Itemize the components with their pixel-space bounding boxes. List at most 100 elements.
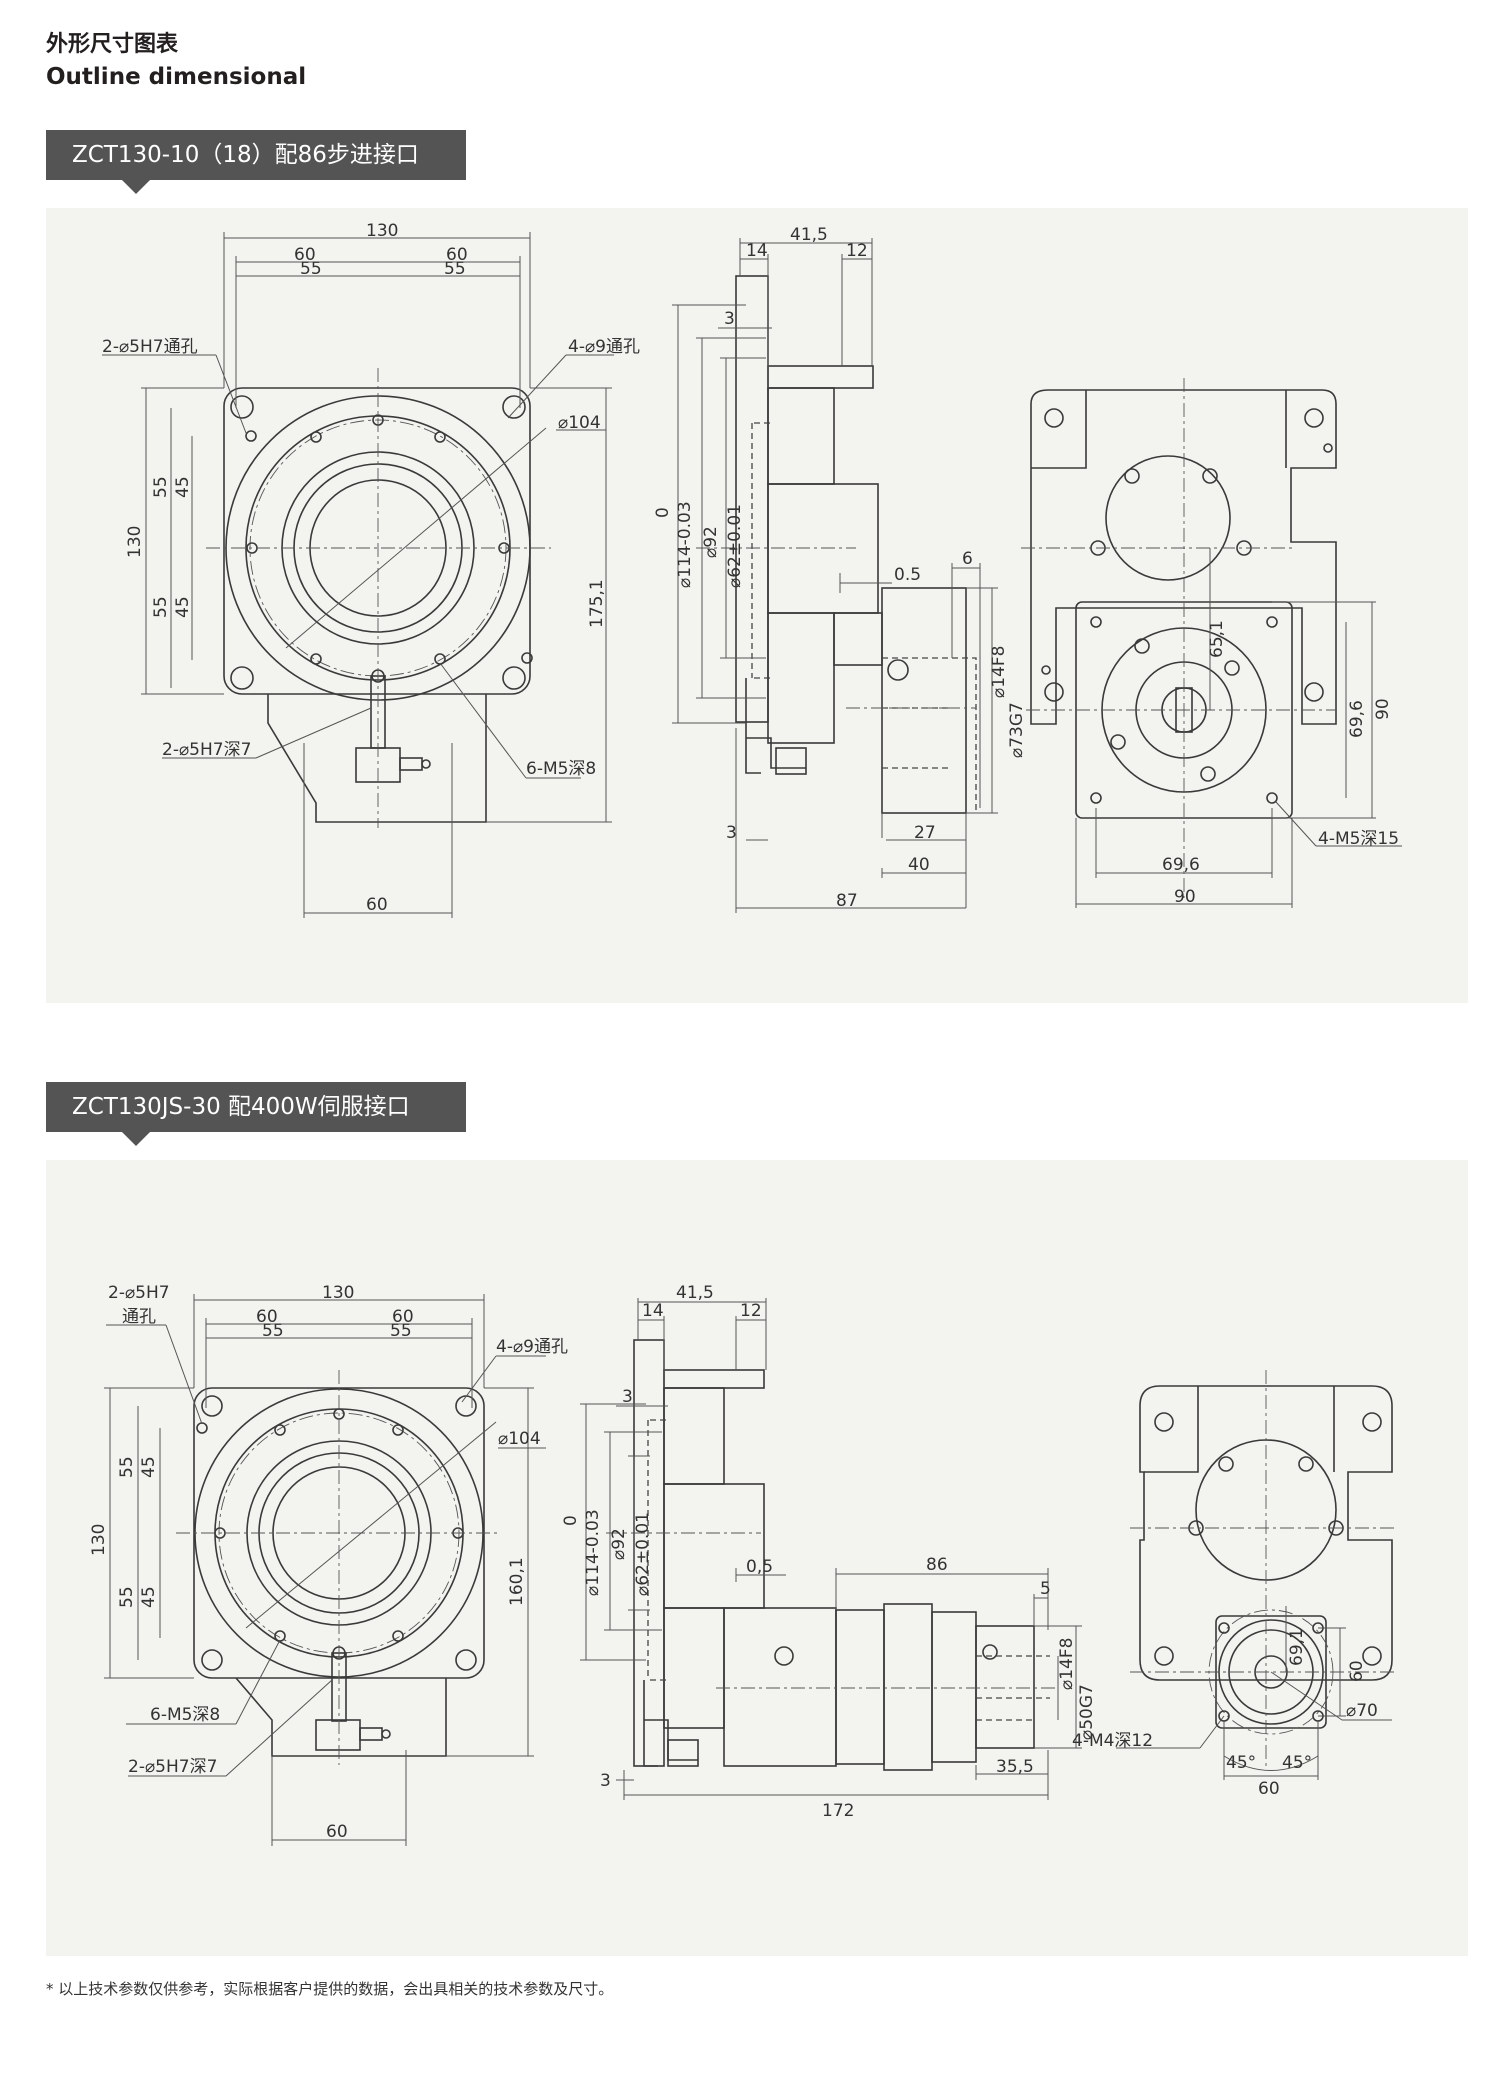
front-view-2-labels: 2-⌀5H7 通孔 130 60 60 55 55 4-⌀9通孔 ⌀104 13… [89,1283,568,1842]
dim-60-bottom: 60 [326,1822,348,1842]
dim-60-left: 60 [294,245,316,265]
dim-114-zero: 0 [561,1515,581,1526]
dim-41-5: 41,5 [790,225,828,245]
technical-drawing-2: 2-⌀5H7 通孔 130 60 60 55 55 4-⌀9通孔 ⌀104 13… [89,1283,1396,1846]
rear-view-2-labels: 69,1 ⌀70 60 4-M4深12 45° 45° 60 [1072,1628,1378,1799]
label-hole-5h7: 2-⌀5H7 [108,1283,170,1303]
dim-step-3: 3 [724,309,735,329]
dim-dia-92: ⌀92 [701,526,721,558]
label-m5-thread: 6-M5深8 [150,1705,220,1725]
dim-bot-35-5: 35,5 [996,1757,1034,1777]
dim-45-lower: 45 [139,1586,159,1608]
drawing-panel-2: 2-⌀5H7 通孔 130 60 60 55 55 4-⌀9通孔 ⌀104 13… [46,1160,1468,1956]
dim-key-5: 5 [1040,1579,1051,1599]
dim-bot-40: 40 [908,855,930,875]
label-pin-5h7: 2-⌀5H7深7 [162,740,251,760]
dim-55-upper: 55 [117,1456,137,1478]
dim-55-left: 55 [262,1321,284,1341]
dim-len-86: 86 [926,1555,948,1575]
dim-130-top: 130 [322,1283,354,1303]
dim-55-lower: 55 [151,596,171,618]
dim-14: 14 [642,1301,664,1321]
dim-step-3: 3 [622,1387,633,1407]
dim-dia-114: ⌀114-0.03 [675,501,695,588]
label-dia-104: ⌀104 [558,413,601,433]
dim-130-left: 130 [89,1524,109,1556]
dim-45-lower: 45 [173,596,193,618]
technical-drawing-1: 130 60 60 55 55 2-⌀5H7通孔 4-⌀9通孔 ⌀104 130… [102,221,1402,918]
label-pin-5h7: 2-⌀5H7深7 [128,1757,217,1777]
dim-14: 14 [746,241,768,261]
side-view-2 [580,1298,1082,1800]
section-title-cn: 外形尺寸图表 [46,32,179,57]
dim-bot-172: 172 [822,1801,854,1821]
label-angle-45-left: 45° [1226,1753,1256,1773]
dim-bot-87: 87 [836,891,858,911]
footnote: * 以上技术参数仅供参考，实际根据客户提供的数据，会出具相关的技术参数及尺寸。 [46,1980,614,1998]
dim-bot-3: 3 [600,1771,611,1791]
dim-dia-14f8: ⌀14F8 [989,646,1009,698]
dim-dia-114: ⌀114-0.03 [583,1509,603,1596]
label-hole-through: 通孔 [122,1307,156,1327]
dim-114-zero: 0 [653,507,673,518]
dim-55-right: 55 [444,259,466,279]
dim-dia-62: ⌀62±0.01 [725,504,745,588]
dim-160-1: 160,1 [507,1557,527,1606]
drawing-panel-1: 130 60 60 55 55 2-⌀5H7通孔 4-⌀9通孔 ⌀104 130… [46,208,1468,1003]
dim-60-right: 60 [446,245,468,265]
label-angle-45-right: 45° [1282,1753,1312,1773]
side-view-1 [672,238,998,913]
dim-90-h: 90 [1174,887,1196,907]
dim-12: 12 [740,1301,762,1321]
dim-65-1: 65,1 [1207,620,1227,658]
model-tag-1: ZCT130-10（18）配86步进接口 [46,130,466,194]
label-hole-9: 4-⌀9通孔 [568,337,640,357]
dim-55-right: 55 [390,1321,412,1341]
label-m5-depth15: 4-M5深15 [1318,829,1399,849]
dim-dia-14f8: ⌀14F8 [1057,1638,1077,1690]
dim-69-1: 69,1 [1287,1628,1307,1666]
front-view-1 [102,232,614,918]
section-title-en: Outline dimensional [46,64,307,90]
dim-60-bottom: 60 [366,895,388,915]
rear-view-1 [1021,378,1402,908]
rear-view-2 [1116,1370,1396,1780]
dim-gap-0-5: 0,5 [746,1557,773,1577]
label-dia-70: ⌀70 [1346,1701,1378,1721]
dim-55-left: 55 [300,259,322,279]
dim-90-v: 90 [1373,698,1393,720]
dim-55-lower: 55 [117,1586,137,1608]
dim-130-left: 130 [125,526,145,558]
dim-41-5: 41,5 [676,1283,714,1303]
label-m5-thread: 6-M5深8 [526,759,596,779]
dim-gap-0-5: 0.5 [894,565,921,585]
label-m4-depth12: 4-M4深12 [1072,1731,1153,1751]
dim-69-6-h: 69,6 [1162,855,1200,875]
label-dia-104: ⌀104 [498,1429,541,1449]
side-view-1-labels: 41,5 14 12 3 0.5 0 ⌀114-0.03 ⌀92 ⌀62±0.0… [653,225,1027,911]
dim-bot-27: 27 [914,823,936,843]
model-tag-2: ZCT130JS-30 配400W伺服接口 [46,1082,466,1146]
dim-130-top: 130 [366,221,398,241]
dim-60-h: 60 [1258,1779,1280,1799]
dim-key-6: 6 [962,549,973,569]
dim-dia-50g7: ⌀50G7 [1077,1684,1097,1740]
front-view-2 [104,1294,546,1846]
dim-60-left: 60 [256,1307,278,1327]
side-view-2-labels: 41,5 14 12 3 0,5 0 ⌀114-0.03 ⌀92 ⌀62±0.0… [561,1283,1097,1821]
dim-60-v: 60 [1347,1660,1367,1682]
dim-175-1: 175,1 [587,579,607,628]
label-hole-9: 4-⌀9通孔 [496,1337,568,1357]
dim-45-upper: 45 [173,476,193,498]
rear-view-1-labels: 65,1 69,6 90 4-M5深15 69,6 90 [1162,620,1399,907]
dim-45-upper: 45 [139,1456,159,1478]
label-hole-5h7: 2-⌀5H7通孔 [102,337,198,357]
front-view-1-labels: 130 60 60 55 55 2-⌀5H7通孔 4-⌀9通孔 ⌀104 130… [102,221,640,915]
dim-dia-73g7: ⌀73G7 [1007,702,1027,758]
dim-dia-62: ⌀62±0.01 [633,1512,653,1596]
dim-12: 12 [846,241,868,261]
dim-55-upper: 55 [151,476,171,498]
dim-60-right: 60 [392,1307,414,1327]
dim-bot-3: 3 [726,823,737,843]
dim-dia-92: ⌀92 [609,1528,629,1560]
